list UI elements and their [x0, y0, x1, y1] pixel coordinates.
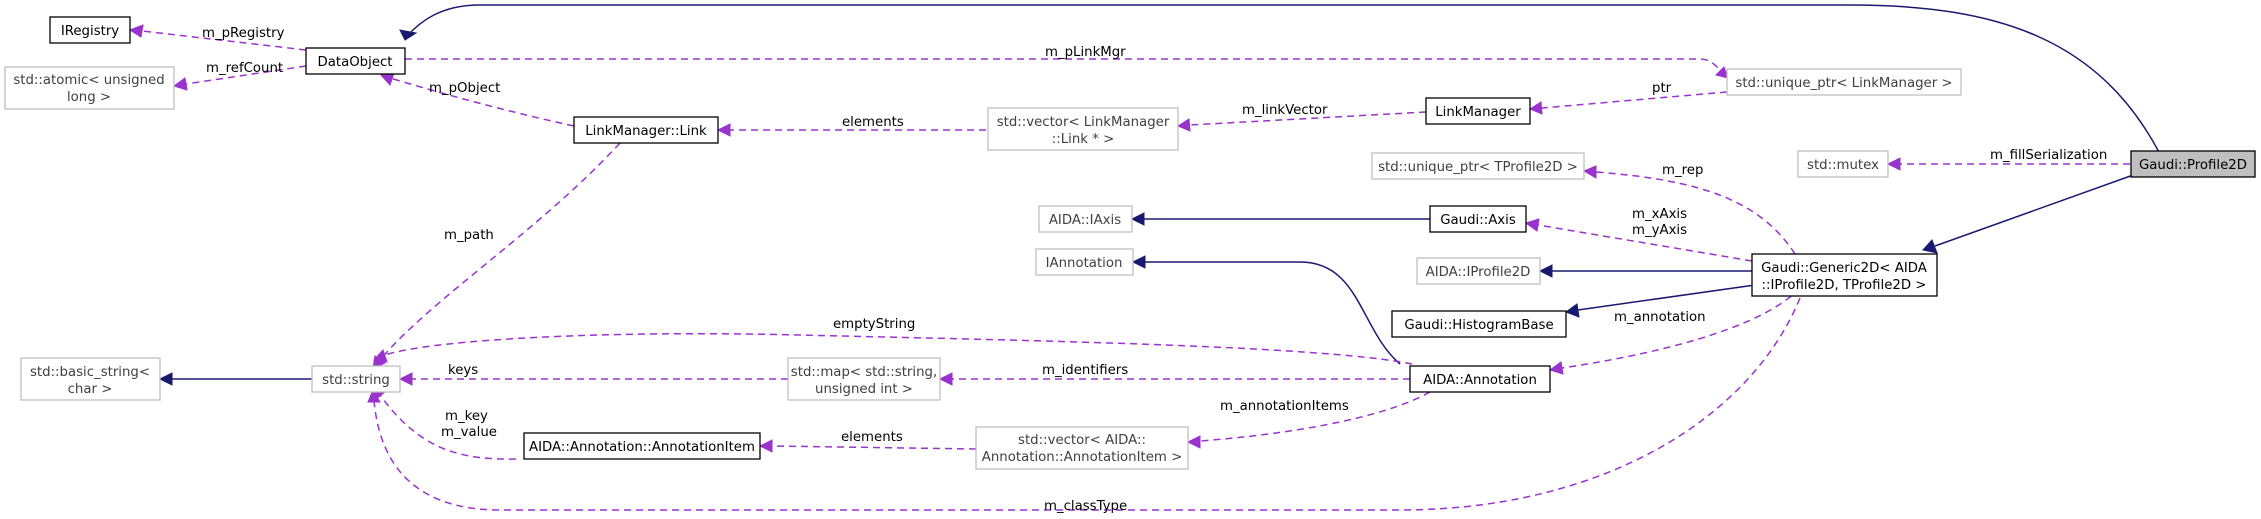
label-m-annotationitems: m_annotationItems	[1220, 399, 1349, 414]
node-std-map-label-2: unsigned int >	[815, 382, 913, 397]
node-vector-link[interactable]: std::vector< LinkManager ::Link * >	[987, 107, 1179, 151]
label-m-identifiers: m_identifiers	[1042, 363, 1128, 378]
label-m-classtype: m_classType	[1044, 499, 1127, 514]
label-m-linkvector: m_linkVector	[1242, 103, 1328, 118]
label-elements-link: elements	[842, 115, 904, 130]
node-std-mutex-label: std::mutex	[1807, 158, 1879, 173]
node-vector-annotation-item[interactable]: std::vector< AIDA:: Annotation::Annotati…	[975, 426, 1189, 470]
node-atomic-label-1: std::atomic< unsigned	[13, 73, 164, 88]
node-gaudi-profile2d-label: Gaudi::Profile2D	[2139, 158, 2247, 173]
node-unique-ptr-tprofile2d[interactable]: std::unique_ptr< TProfile2D >	[1371, 152, 1585, 180]
edge-map-keys	[398, 372, 788, 386]
node-dataobject-label: DataObject	[317, 55, 392, 70]
label-ptr: ptr	[1652, 81, 1672, 96]
node-unique-ptr-tprofile2d-label: std::unique_ptr< TProfile2D >	[1378, 160, 1578, 175]
label-m-plinkmgr: m_pLinkMgr	[1045, 45, 1126, 60]
label-elements-item: elements	[841, 430, 903, 445]
node-std-mutex[interactable]: std::mutex	[1797, 150, 1889, 178]
node-unique-ptr-linkmanager[interactable]: std::unique_ptr< LinkManager >	[1726, 68, 1962, 96]
edge-vector-m-linkvector	[1176, 111, 1427, 132]
label-m-xaxis: m_xAxis	[1632, 207, 1687, 222]
label-emptystring: emptyString	[833, 317, 915, 332]
node-atomic[interactable]: std::atomic< unsigned long >	[4, 66, 175, 110]
edge-generic2d-m-rep	[1582, 165, 1796, 255]
edge-axis-to-iaxis	[1130, 212, 1430, 226]
node-iregistry[interactable]: IRegistry	[49, 16, 131, 44]
edge-dataobject-m-pregistry	[128, 24, 307, 51]
node-gaudi-generic2d-label-2: ::IProfile2D, TProfile2D >	[1762, 278, 1927, 293]
node-vector-annotation-item-label-1: std::vector< AIDA::	[1018, 433, 1146, 448]
label-m-rep: m_rep	[1662, 163, 1703, 178]
node-aida-iprofile2d-label: AIDA::IProfile2D	[1426, 265, 1531, 280]
edges	[128, 4, 2161, 511]
node-aida-iprofile2d[interactable]: AIDA::IProfile2D	[1416, 257, 1541, 285]
node-gaudi-generic2d[interactable]: Gaudi::Generic2D< AIDA ::IProfile2D, TPr…	[1751, 253, 1938, 297]
edge-generic2d-to-iprofile2d	[1538, 264, 1752, 278]
node-aida-iaxis[interactable]: AIDA::IAxis	[1038, 205, 1133, 233]
node-vector-link-label-2: ::Link * >	[1052, 132, 1114, 147]
edge-profile2d-m-fillserialization	[1886, 157, 2130, 171]
node-atomic-label-2: long >	[67, 90, 111, 105]
label-m-value: m_value	[441, 425, 497, 440]
node-aida-annotation-label: AIDA::Annotation	[1423, 373, 1537, 388]
node-gaudi-axis[interactable]: Gaudi::Axis	[1429, 205, 1527, 233]
label-keys: keys	[448, 363, 478, 378]
node-std-map[interactable]: std::map< std::string, unsigned int >	[787, 357, 941, 401]
edge-profile2d-to-dataobject	[399, 4, 2161, 155]
edge-generic2d-m-annotation	[1548, 287, 1801, 375]
label-m-annotation: m_annotation	[1614, 310, 1706, 325]
node-iregistry-label: IRegistry	[61, 24, 119, 39]
node-std-map-label-1: std::map< std::string,	[791, 365, 937, 380]
label-m-fillserialization: m_fillSerialization	[1990, 148, 2107, 163]
node-dataobject[interactable]: DataObject	[305, 47, 406, 75]
edge-annotation-m-annotationitems	[1186, 391, 1431, 449]
node-vector-link-label-1: std::vector< LinkManager	[997, 115, 1170, 130]
node-iannotation[interactable]: IAnnotation	[1035, 248, 1134, 276]
label-m-pregistry: m_pRegistry	[202, 26, 285, 41]
node-basic-string-label-2: char >	[68, 382, 113, 397]
node-annotation-item-label: AIDA::Annotation::AnnotationItem	[529, 440, 755, 455]
node-aida-annotation[interactable]: AIDA::Annotation	[1409, 365, 1551, 393]
node-unique-ptr-linkmanager-label: std::unique_ptr< LinkManager >	[1735, 76, 1952, 91]
edge-generic2d-axes	[1524, 218, 1753, 262]
label-m-pobject: m_pObject	[429, 81, 500, 96]
label-m-key: m_key	[445, 409, 488, 424]
edge-annotation-m-identifiers	[938, 372, 1410, 386]
node-gaudi-histogrambase[interactable]: Gaudi::HistogramBase	[1391, 310, 1567, 338]
node-gaudi-histogrambase-label: Gaudi::HistogramBase	[1404, 318, 1553, 333]
edge-string-to-basicstring	[158, 372, 312, 386]
edge-dataobject-m-refcount	[172, 65, 307, 91]
edge-annotation-emptystring	[373, 332, 1413, 365]
edge-link-elements	[716, 123, 986, 137]
edge-generic2d-m-classtype	[367, 297, 1801, 511]
node-aida-iaxis-label: AIDA::IAxis	[1049, 213, 1121, 228]
node-iannotation-label: IAnnotation	[1046, 256, 1123, 271]
node-std-string[interactable]: std::string	[311, 365, 401, 393]
edge-annotation-to-iannotation	[1131, 255, 1401, 365]
node-linkmanager-link[interactable]: LinkManager::Link	[573, 116, 719, 144]
node-basic-string-label-1: std::basic_string<	[30, 365, 150, 380]
node-gaudi-profile2d[interactable]: Gaudi::Profile2D	[2130, 150, 2256, 178]
nodes: IRegistry DataObject std::atomic< unsign…	[4, 16, 2256, 470]
node-linkmanager-link-label: LinkManager::Link	[585, 124, 707, 139]
node-linkmanager-label: LinkManager	[1435, 105, 1521, 120]
node-gaudi-axis-label: Gaudi::Axis	[1440, 213, 1516, 228]
label-m-path: m_path	[444, 228, 494, 243]
edge-dataobject-m-plinkmgr	[405, 58, 1729, 79]
label-m-yaxis: m_yAxis	[1632, 223, 1687, 238]
edge-labels: m_pRegistry m_refCount m_pLinkMgr ptr m_…	[202, 26, 2107, 514]
edge-generic2d-to-histogrambase	[1564, 284, 1756, 318]
node-linkmanager[interactable]: LinkManager	[1425, 97, 1531, 125]
node-gaudi-generic2d-label-1: Gaudi::Generic2D< AIDA	[1761, 261, 1927, 276]
node-basic-string[interactable]: std::basic_string< char >	[20, 357, 161, 401]
node-vector-annotation-item-label-2: Annotation::AnnotationItem >	[982, 450, 1182, 465]
node-std-string-label: std::string	[322, 373, 390, 388]
node-annotation-item[interactable]: AIDA::Annotation::AnnotationItem	[523, 432, 761, 460]
edge-linkmanager-ptr	[1528, 91, 1728, 115]
edge-profile2d-to-generic2d	[1922, 173, 2137, 254]
label-m-refcount: m_refCount	[206, 61, 283, 76]
edge-vectoritem-elements	[758, 439, 977, 453]
